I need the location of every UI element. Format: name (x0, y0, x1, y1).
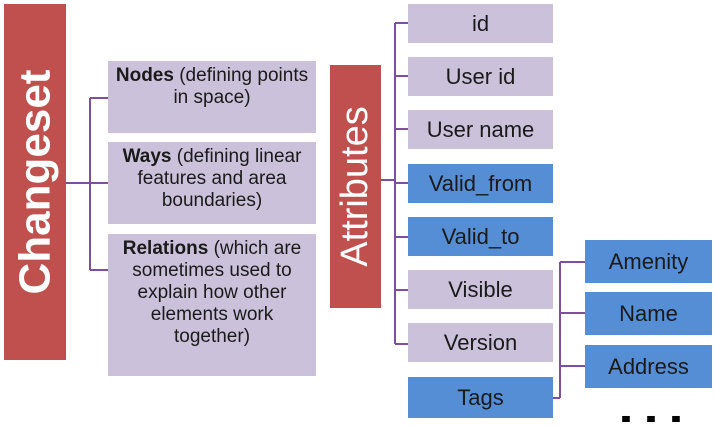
category-desc: (which are sometimes used to explain how… (132, 238, 302, 347)
attribute-tags: Tags (408, 377, 553, 418)
tag-amenity: Amenity (585, 240, 712, 283)
attribute-valid-from: Valid_from (408, 164, 553, 203)
attribute-user-id: User id (408, 57, 553, 96)
attribute-id: id (408, 4, 553, 43)
category-name: Relations (122, 238, 209, 259)
category-desc: (defining linear features and area bound… (137, 146, 302, 211)
tag-address: Address (585, 345, 712, 388)
attribute-user-name: User name (408, 110, 553, 149)
category-desc: (defining points in space) (173, 65, 309, 108)
category-name: Ways (122, 146, 172, 167)
attribute-version: Version (408, 323, 553, 362)
category-relations: Relations (which are sometimes used to e… (108, 234, 316, 376)
category-nodes: Nodes (defining points in space) (108, 61, 316, 133)
category-ways: Ways (defining linear features and area … (108, 142, 316, 224)
changeset-bar: Changeset (4, 4, 66, 360)
category-name: Nodes (115, 65, 174, 86)
more-tags-ellipsis: ... (606, 396, 706, 422)
changeset-title: Changeset (10, 69, 60, 295)
attribute-visible: Visible (408, 270, 553, 309)
attributes-bar: Attributes (330, 65, 381, 308)
tag-name: Name (585, 292, 712, 335)
attributes-title: Attributes (334, 106, 376, 267)
attribute-valid-to: Valid_to (408, 217, 553, 256)
